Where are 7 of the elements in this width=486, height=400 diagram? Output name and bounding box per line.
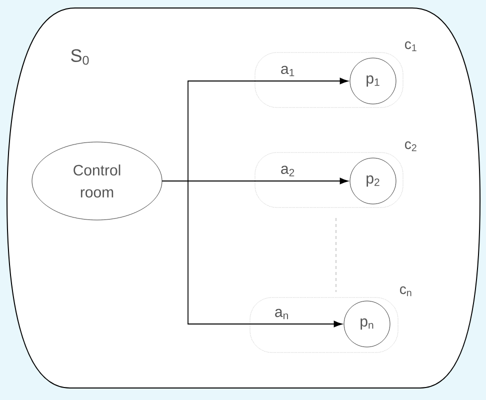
node-label: c$_{2}$ — [405, 141, 416, 152]
edge-label: a$_{2}$ — [281, 166, 294, 176]
arrow — [162, 180, 342, 328]
node-label: c$_{1}$ — [405, 41, 416, 52]
edge-label: a$_{n}$ — [275, 308, 288, 320]
node-label: c$_{n}$ — [400, 286, 412, 296]
edge-label: a$_{1}$ — [281, 66, 294, 76]
